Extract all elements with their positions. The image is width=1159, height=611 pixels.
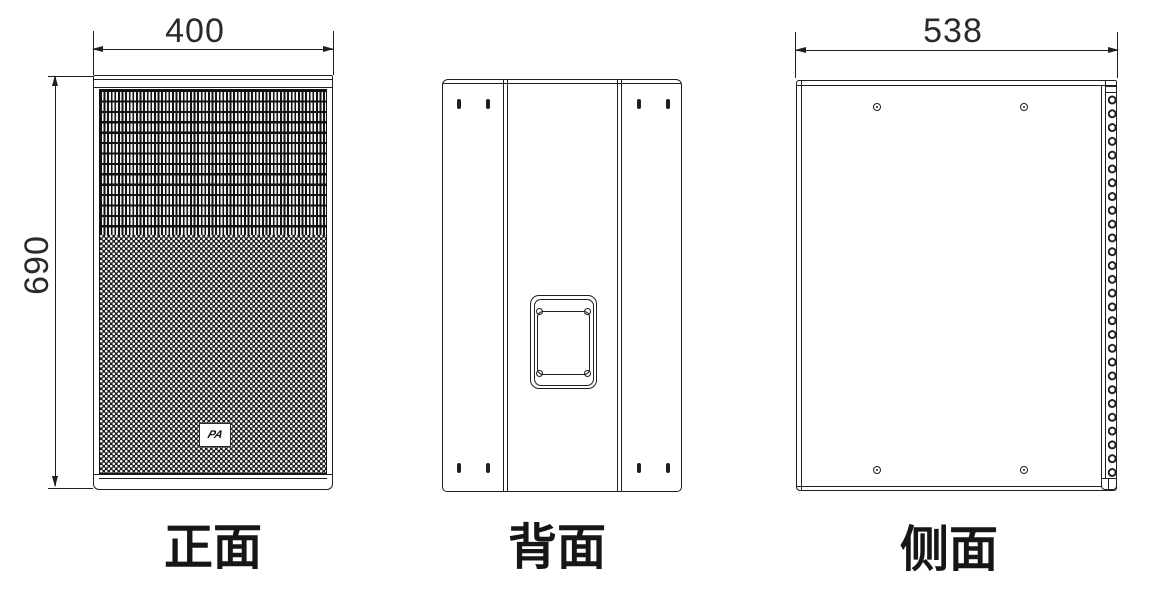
front-grille-upper	[99, 89, 327, 235]
back-panel-divider-left	[507, 80, 509, 491]
front-top-cap-line	[94, 79, 332, 80]
screw-slot	[666, 463, 670, 473]
side-grille-strip	[1105, 92, 1117, 478]
screw-icon	[1020, 466, 1028, 474]
back-view: 背面	[380, 0, 710, 611]
back-panel-divider-left	[503, 80, 505, 491]
screw-icon	[584, 308, 591, 315]
screw-slot	[486, 99, 490, 109]
side-top-cap-end	[1105, 81, 1117, 93]
extension-line	[332, 31, 334, 75]
screw-slot	[457, 463, 461, 473]
front-plinth-top-line	[94, 473, 332, 475]
back-panel-divider-right	[621, 80, 623, 491]
extension-line	[48, 488, 93, 490]
extension-line	[48, 75, 93, 77]
front-height-value-wrap: 690	[17, 215, 57, 315]
connector-plate-rim	[533, 298, 594, 386]
brand-logo-badge: PA	[199, 423, 231, 447]
side-bottom-inner-line	[797, 486, 1116, 487]
side-bottom-foot-line	[1108, 479, 1109, 489]
side-bottom-foot	[1101, 478, 1117, 490]
front-view-label: 正面	[163, 521, 262, 575]
side-top-inner-line	[797, 84, 1116, 86]
back-view-label: 背面	[507, 521, 606, 575]
front-cabinet: PA	[93, 75, 333, 490]
screw-slot	[666, 99, 670, 109]
screw-slot	[637, 463, 641, 473]
brand-logo-text: PA	[205, 429, 225, 441]
front-top-cap-bottom	[94, 87, 332, 89]
back-connector-plate	[530, 295, 597, 389]
front-width-value: 400	[165, 12, 225, 50]
extension-line	[1116, 32, 1118, 78]
grille-strip-shadow-line	[1101, 86, 1102, 486]
screw-slot	[637, 99, 641, 109]
side-view-label: 侧面	[899, 523, 998, 577]
screw-icon	[873, 466, 881, 474]
side-cabinet	[796, 80, 1117, 491]
screw-icon	[584, 370, 591, 377]
screw-slot	[457, 99, 461, 109]
screw-icon	[873, 103, 881, 111]
screw-icon	[536, 308, 543, 315]
dimension-line-horizontal	[795, 49, 1118, 51]
side-back-inner-line	[800, 81, 802, 490]
screw-slot	[486, 463, 490, 473]
side-view: 538 侧面	[710, 0, 1159, 611]
dimension-line-horizontal	[93, 48, 333, 50]
side-depth-value: 538	[923, 12, 983, 50]
screw-icon	[536, 370, 543, 377]
back-cabinet	[442, 79, 682, 492]
front-plinth-inner-line	[99, 478, 327, 479]
back-panel-divider-right	[617, 80, 619, 491]
dimension-line-vertical	[54, 76, 56, 486]
back-top-cap-line	[443, 83, 681, 84]
front-view: 400 690 PA	[0, 0, 380, 611]
front-height-value: 690	[18, 235, 56, 295]
extension-line	[92, 31, 94, 75]
side-top-cap-end-line	[1106, 86, 1117, 87]
extension-line	[795, 32, 797, 78]
screw-icon	[1020, 103, 1028, 111]
connector-plate-recess	[537, 311, 590, 375]
